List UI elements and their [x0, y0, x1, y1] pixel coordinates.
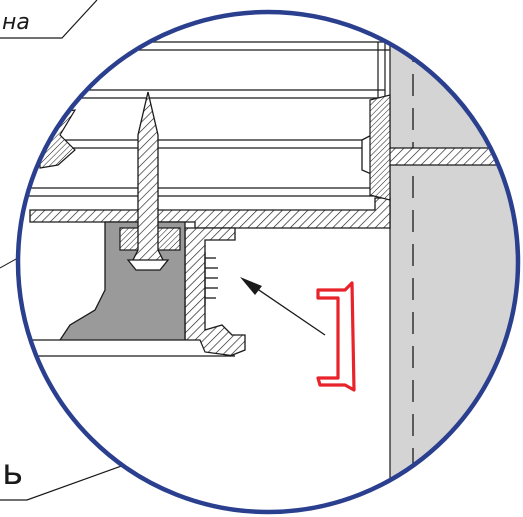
- detail-ring: [15, 9, 521, 515]
- red-cover-part: [316, 281, 356, 392]
- top-profile-bar: [29, 197, 391, 229]
- top-label-callout: на: [0, 0, 98, 39]
- channel-teeth: [204, 252, 218, 305]
- top-label-text: на: [2, 10, 30, 35]
- horizontal-screw-washer: [369, 94, 391, 201]
- bottom-label-text: ь: [2, 452, 23, 493]
- horizontal-screw: [384, 147, 501, 166]
- insertion-arrow: [240, 277, 326, 336]
- baseboard-strip: [18, 339, 236, 357]
- wall-section: [389, 12, 518, 512]
- screw-head: [126, 259, 170, 271]
